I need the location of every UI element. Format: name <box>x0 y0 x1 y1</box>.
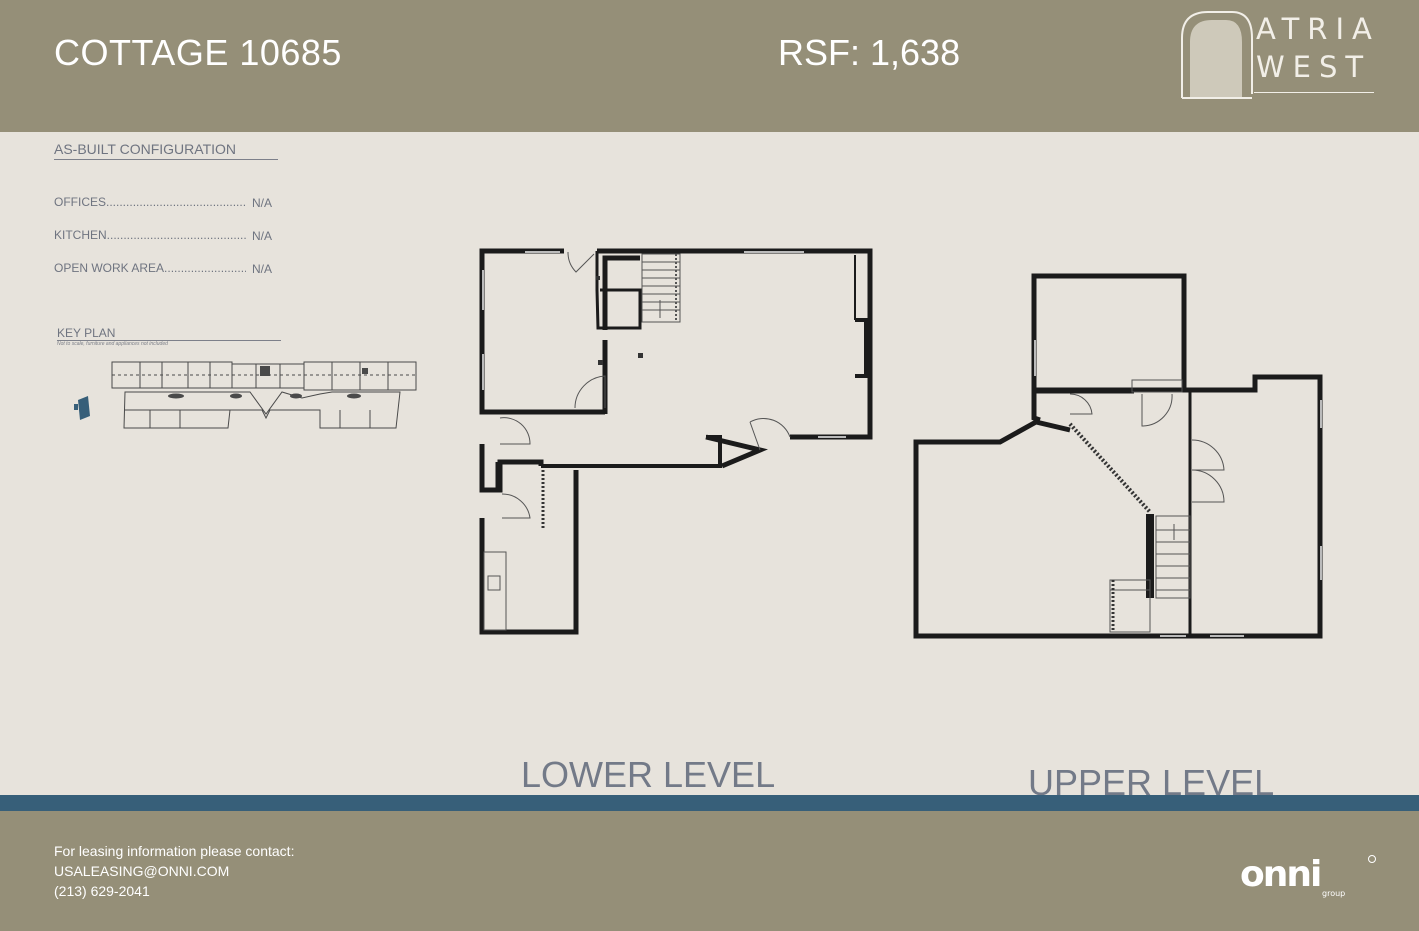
config-row-open-work-area: OPEN WORK AREA..........................… <box>54 261 278 277</box>
upper-level-details <box>1034 340 1322 637</box>
config-heading: AS-BUILT CONFIGURATION <box>54 141 278 160</box>
key-plan-heading: KEY PLAN <box>57 326 281 341</box>
key-plan-note: Not to scale, furniture and appliances n… <box>57 341 168 347</box>
you-are-here-marker <box>78 396 90 420</box>
leader-dots: ........................................… <box>106 228 246 242</box>
lower-level-details <box>482 251 846 631</box>
config-row-offices: OFFICES.................................… <box>54 195 278 211</box>
upper-level-plan <box>913 273 1323 639</box>
config-label: OFFICES <box>54 195 107 209</box>
leader-dots: ........................................… <box>164 261 246 275</box>
onni-logo-text: onni <box>1240 854 1320 895</box>
lower-level-plan <box>479 248 873 635</box>
config-label: KITCHEN <box>54 228 107 242</box>
contact-intro: For leasing information please contact: <box>54 843 295 859</box>
logo-text-west: WEST <box>1256 50 1372 84</box>
logo-underline <box>1254 92 1374 93</box>
config-value: N/A <box>252 196 273 210</box>
config-value: N/A <box>252 229 273 243</box>
floor-plans <box>479 248 1323 639</box>
footer-bar <box>0 811 1419 931</box>
lower-level-label: LOWER LEVEL <box>521 754 776 795</box>
config-label: OPEN WORK AREA <box>54 261 165 275</box>
onni-group-logo: onni group <box>1240 854 1376 898</box>
config-value: N/A <box>252 262 273 276</box>
rentable-square-feet: RSF: 1,638 <box>778 32 961 73</box>
accent-band <box>0 795 1419 811</box>
leader-dots: ........................................… <box>106 195 246 209</box>
config-row-kitchen: KITCHEN.................................… <box>54 228 278 244</box>
contact-email[interactable]: USALEASING@ONNI.COM <box>54 863 230 879</box>
onni-group-subtext: group <box>1322 889 1345 898</box>
contact-phone[interactable]: (213) 629-2041 <box>54 883 150 899</box>
atria-west-logo: ATRIA WEST <box>1176 8 1381 104</box>
arch-logo-icon <box>1181 11 1253 99</box>
page-title: COTTAGE 10685 <box>54 32 342 73</box>
key-plan-diagram <box>74 361 417 429</box>
logo-text-atria: ATRIA <box>1256 12 1380 46</box>
